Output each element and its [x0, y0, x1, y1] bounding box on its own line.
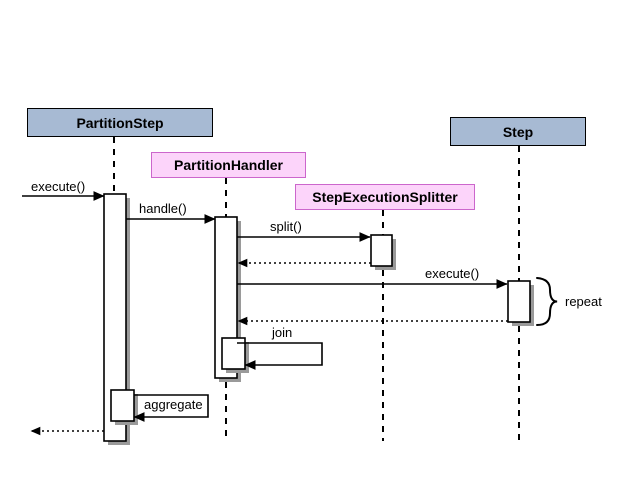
msg-execute-step-label: execute() — [425, 266, 480, 281]
act-aggregate-nested — [110, 389, 135, 422]
msg-execute-entry-label: execute() — [31, 179, 86, 194]
msg-join — [237, 342, 323, 370]
participant-label: StepExecutionSplitter — [312, 189, 458, 205]
act-partition-step — [103, 193, 127, 442]
repeat-brace-label: repeat — [565, 294, 602, 309]
msg-join-label: join — [272, 325, 293, 340]
msg-handle-label: handle() — [139, 201, 187, 216]
msg-aggregate — [133, 394, 209, 422]
participant-step[interactable]: Step — [450, 117, 586, 146]
act-join-nested — [221, 337, 246, 370]
act-step — [507, 280, 531, 323]
participant-step-execution-splitter[interactable]: StepExecutionSplitter — [295, 184, 475, 210]
msg-split-label: split() — [270, 219, 302, 234]
act-splitter — [370, 234, 393, 267]
participant-partition-step[interactable]: PartitionStep — [27, 108, 213, 137]
participant-label: PartitionStep — [76, 114, 164, 131]
fragments-group — [536, 277, 558, 326]
repeat-brace — [536, 277, 558, 326]
participant-partition-handler[interactable]: PartitionHandler — [151, 152, 306, 178]
msg-aggregate-label: aggregate — [144, 397, 203, 412]
activations-group — [103, 193, 534, 445]
messages-group — [22, 191, 508, 436]
participant-label: Step — [502, 123, 534, 140]
participant-label: PartitionHandler — [174, 157, 283, 173]
